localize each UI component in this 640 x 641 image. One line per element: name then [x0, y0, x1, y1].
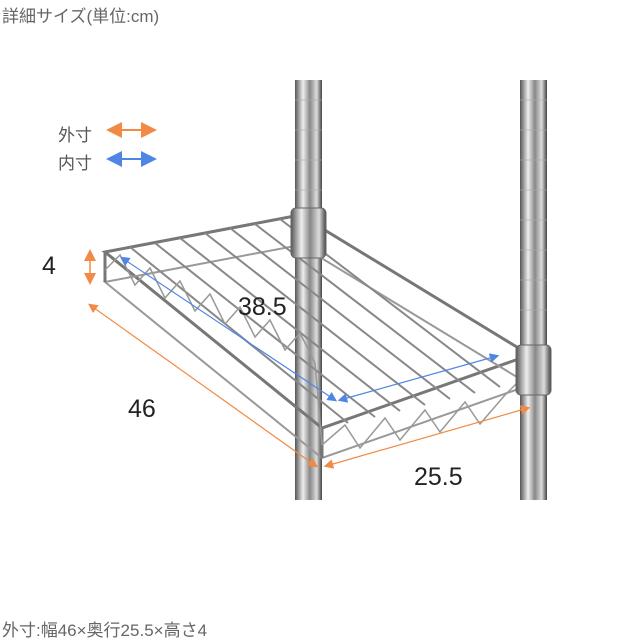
depth-label: 25.5 — [414, 463, 463, 491]
height-label: 4 — [42, 252, 56, 280]
inner-width-label: 38.5 — [238, 293, 287, 321]
inner-depth-arrow — [337, 353, 500, 403]
page-title: 詳細サイズ(単位:cm) — [2, 7, 160, 26]
right-pole — [520, 80, 547, 500]
width-arrow — [88, 303, 318, 468]
right-collar — [515, 344, 552, 396]
left-collar — [290, 207, 327, 259]
inner-width-arrow — [120, 256, 337, 402]
legend-inner-label: 内寸 — [58, 154, 92, 173]
width-label: 46 — [128, 395, 156, 423]
legend-outer-label: 外寸 — [58, 126, 92, 145]
depth-arrow — [323, 405, 531, 469]
size-summary: 外寸:幅46×奥行25.5×高さ4 — [2, 621, 208, 640]
